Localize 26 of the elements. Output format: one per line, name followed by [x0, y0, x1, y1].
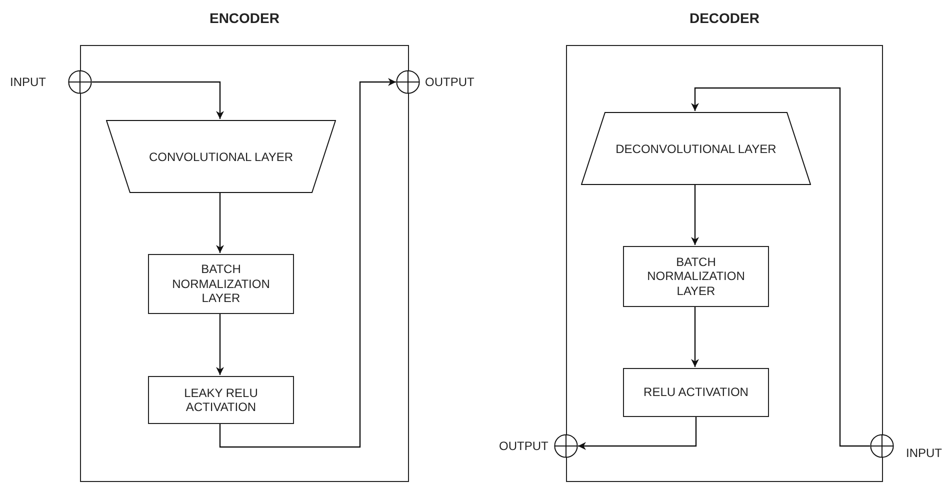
- arrow: [219, 78, 396, 448]
- section-title: DECODER: [688, 10, 760, 26]
- summing-junction: [396, 70, 420, 94]
- arrow: [216, 192, 224, 253]
- port-label: OUTPUT: [499, 439, 548, 453]
- arrow: [691, 306, 699, 367]
- summing-junction: [554, 434, 578, 458]
- layer-box: RELU ACTIVATION: [623, 368, 769, 417]
- trapezoid-layer: [581, 112, 811, 185]
- layer-label: CONVOLUTIONAL LAYER: [148, 150, 294, 164]
- layer-box: BATCH NORMALIZATION LAYER: [148, 254, 294, 314]
- port-label: INPUT: [906, 446, 942, 460]
- summing-junction: [870, 434, 894, 458]
- layer-box: LEAKY RELU ACTIVATION: [148, 376, 294, 424]
- section-title: ENCODER: [208, 10, 280, 26]
- trapezoid-layer: [106, 120, 336, 193]
- arrow: [691, 87, 870, 447]
- arrow: [216, 313, 224, 375]
- port-label: OUTPUT: [425, 75, 474, 89]
- arrow: [691, 184, 699, 245]
- layer-box: BATCH NORMALIZATION LAYER: [623, 246, 769, 307]
- port-label: INPUT: [10, 75, 46, 89]
- arrow: [578, 416, 697, 450]
- layer-label: DECONVOLUTIONAL LAYER: [616, 142, 776, 156]
- summing-junction: [68, 70, 92, 94]
- arrow: [92, 81, 224, 119]
